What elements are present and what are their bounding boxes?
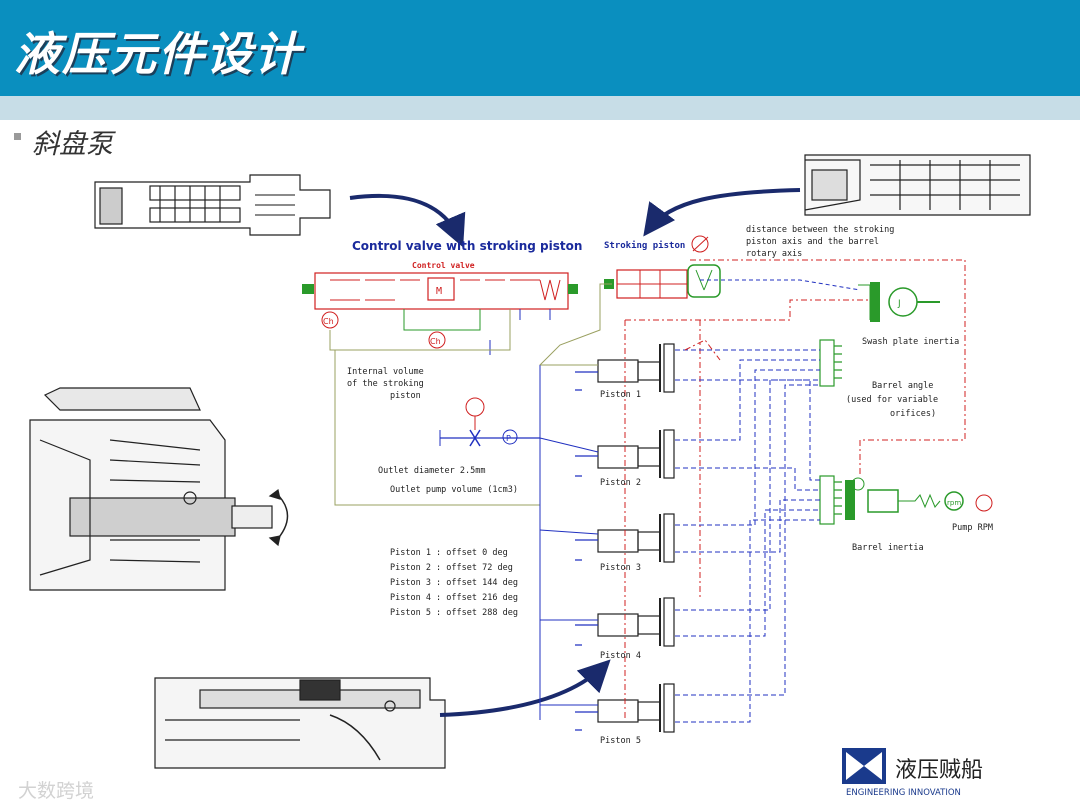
label-internal-volume-3: piston <box>390 391 421 401</box>
offset-piston-2: Piston 2 : offset 72 deg <box>390 563 513 573</box>
piston-unit-1 <box>575 343 675 393</box>
piston-unit-2 <box>575 429 675 479</box>
stroking-piston-section-drawing <box>804 154 1031 216</box>
svg-text:M: M <box>436 286 442 297</box>
piston-unit-3 <box>575 513 675 563</box>
arrow-to-control-valve <box>349 193 466 248</box>
control-valve-section-drawing <box>94 174 331 236</box>
svg-text:Ch: Ch <box>430 337 441 346</box>
logo-tagline: ENGINEERING INNOVATION <box>846 788 961 798</box>
slide-title: 液压元件设计 <box>14 27 302 81</box>
header-band <box>0 96 1080 120</box>
arrow-to-piston-4 <box>439 659 611 717</box>
connector-bank-top <box>819 339 842 387</box>
piston-section-drawing <box>154 677 446 769</box>
svg-text:rpm: rpm <box>947 499 961 507</box>
label-barrel-angle-3: orifices) <box>890 409 936 419</box>
label-distance-1: distance between the stroking <box>746 225 894 235</box>
label-internal-volume-1: Internal volume <box>347 367 424 377</box>
header-bar <box>0 0 1080 96</box>
connector-bank-bottom <box>819 475 842 525</box>
barrel-inertia-block: rpm <box>845 477 993 520</box>
wechat-watermark: 液压贼船 <box>895 758 984 783</box>
label-barrel-inertia: Barrel inertia <box>852 543 924 553</box>
label-stroking-piston: Stroking piston <box>604 240 685 251</box>
label-piston-3: Piston 3 <box>600 563 641 573</box>
swash-plate-inertia-block: J <box>858 282 940 322</box>
hydraulic-lines <box>329 259 966 723</box>
outlet-circuit: P <box>439 397 540 447</box>
bullet-marker <box>14 133 21 140</box>
slide-subtitle: 斜盘泵 <box>32 129 113 160</box>
label-control-valve: Control valve <box>412 261 475 270</box>
svg-text:J: J <box>897 299 901 309</box>
offset-piston-3: Piston 3 : offset 144 deg <box>390 578 518 588</box>
label-piston-1: Piston 1 <box>600 390 641 400</box>
piston-units <box>575 343 675 733</box>
label-outlet-diameter: Outlet diameter 2.5mm <box>378 466 485 476</box>
label-swash-inertia: Swash plate inertia <box>862 337 959 347</box>
corner-watermark: 大数跨境 <box>18 780 95 802</box>
company-logo: ENGINEERING INNOVATION <box>842 748 1050 798</box>
label-distance-2: piston axis and the barrel <box>746 237 879 247</box>
piston-unit-5 <box>575 683 675 733</box>
label-piston-4: Piston 4 <box>600 651 641 661</box>
offset-piston-1: Piston 1 : offset 0 deg <box>390 548 508 558</box>
label-distance-3: rotary axis <box>746 249 802 259</box>
stroking-piston-schematic <box>604 235 721 299</box>
label-internal-volume-2: of the stroking <box>347 379 424 389</box>
label-piston-2: Piston 2 <box>600 478 641 488</box>
svg-text:Ch: Ch <box>323 317 334 326</box>
offset-piston-5: Piston 5 : offset 288 deg <box>390 608 518 618</box>
offset-piston-4: Piston 4 : offset 216 deg <box>390 593 518 603</box>
arrow-to-stroking-piston <box>643 188 801 237</box>
control-valve-schematic: M Ch Ch <box>302 272 578 355</box>
label-barrel-angle-2: (used for variable <box>846 395 938 405</box>
label-piston-5: Piston 5 <box>600 736 641 746</box>
pump-body-section-drawing <box>29 387 289 591</box>
svg-text:P: P <box>506 434 511 443</box>
label-outlet-volume: Outlet pump volume (1cm3) <box>390 485 518 495</box>
label-pump-rpm: Pump RPM <box>952 523 993 533</box>
label-barrel-angle-1: Barrel angle <box>872 381 933 391</box>
piston-unit-4 <box>575 597 675 647</box>
label-control-valve-with-piston: Control valve with stroking piston <box>352 239 582 253</box>
